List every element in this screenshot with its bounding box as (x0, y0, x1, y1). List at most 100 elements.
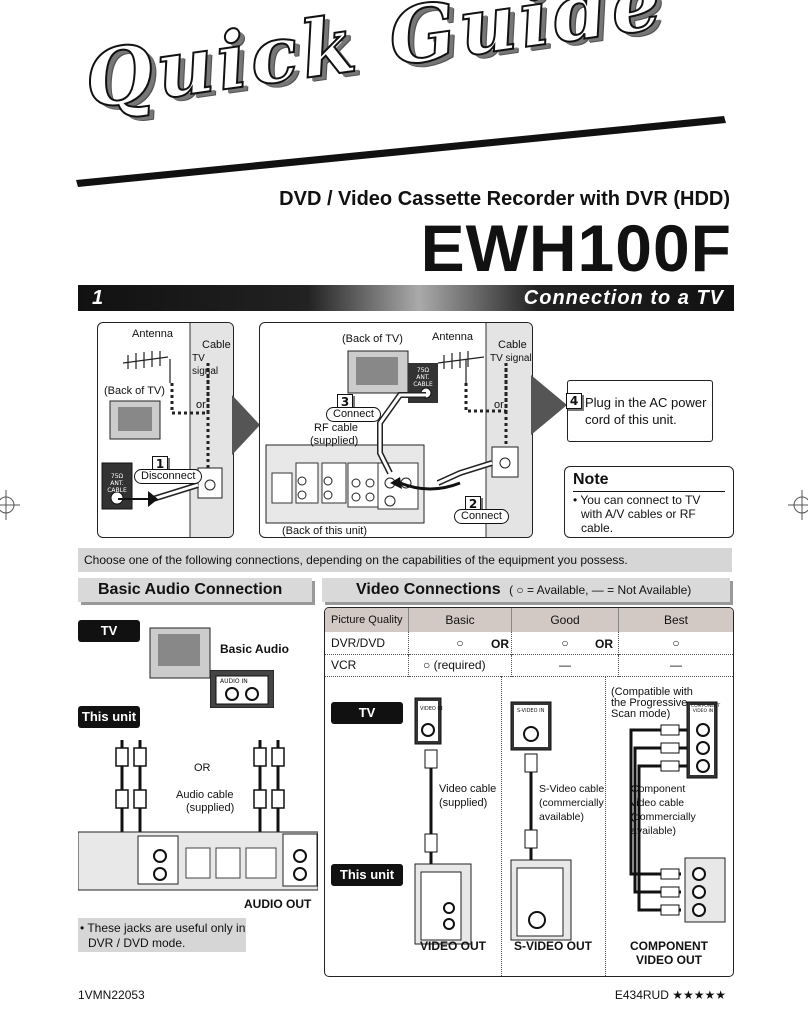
table-cell: ○ (408, 632, 512, 654)
audio-out-label: AUDIO OUT (244, 897, 312, 911)
component-diagram (629, 701, 726, 923)
arrow-right-icon (531, 375, 567, 435)
svideo-cable-commercial: (commercially (539, 797, 604, 809)
table-cell: DVR/DVD (325, 632, 409, 654)
section-title: Connection to a TV (523, 287, 724, 309)
table-header: Basic (408, 608, 512, 632)
video-in-label: VIDEO IN (420, 706, 443, 712)
antenna-label: Antenna (432, 331, 473, 343)
connect-label-3: Connect (326, 407, 381, 422)
audio-note-line-1: • These jacks are useful only in (80, 921, 246, 935)
registration-mark-left (0, 490, 20, 520)
availability-legend: ( ○ = Available, — = Not Available) (509, 583, 692, 597)
column-divider (605, 676, 606, 976)
compat-line-2: the Progressive (611, 697, 688, 709)
this-unit-tag: This unit (78, 706, 140, 728)
caption-video-out: VIDEO OUT (419, 939, 486, 953)
audio-note: • These jacks are useful only in DVR / D… (78, 918, 246, 952)
or-label-1: OR (491, 637, 509, 651)
note-text-3: cable. (581, 521, 614, 535)
component-in-label: COMPONENT VIDEO IN (691, 704, 721, 714)
step-4-text-2: cord of this unit. (585, 412, 677, 427)
ant-cable-label: 75Ω ANT. CABLE (413, 367, 433, 388)
basic-audio-heading: Basic Audio Connection (78, 578, 312, 602)
audio-in-label: AUDIO IN (220, 678, 248, 685)
table-cell: — (670, 658, 682, 672)
rf-cable-label: RF cable (314, 422, 359, 434)
rf-supplied-label: (supplied) (310, 435, 359, 447)
diagram-before: Antenna Cable TV signal or (Back of TV) … (97, 322, 234, 538)
compat-line-3: Scan mode) (611, 708, 671, 720)
back-of-unit-label: (Back of this unit) (282, 525, 367, 537)
video-connections-heading: Video Connections ( ○ = Available, — = N… (322, 578, 730, 602)
model-number: EWH100F (420, 211, 732, 285)
note-title-underline (573, 491, 725, 492)
table-header-row: Picture Quality Basic Good Best (325, 608, 733, 632)
back-of-tv-label: (Back of TV) (104, 385, 165, 397)
video-cable-label: Video cable (439, 783, 497, 795)
section-bar (78, 285, 734, 311)
unit-back-panel-audio (78, 831, 318, 891)
note-title: Note (573, 471, 609, 488)
step-4-text-1: Plug in the AC power (585, 395, 707, 410)
step-4-box: 4 Plug in the AC power cord of this unit… (566, 380, 713, 442)
video-connections-title: Video Connections (356, 581, 501, 598)
title-underline (76, 116, 726, 187)
video-panel: Picture Quality Basic Good Best DVR/DVD … (324, 607, 734, 977)
compat-line-1: (Compatible with (611, 686, 693, 698)
quality-table: Picture Quality Basic Good Best DVR/DVD … (325, 608, 733, 677)
caption-component-1: COMPONENT (630, 939, 708, 953)
table-row: DVR/DVD ○ ○ ○ (325, 632, 733, 654)
arrow-right-icon (232, 395, 260, 455)
table-cell: ○ (required) (408, 654, 512, 676)
diagram-after: (Back of TV) Antenna Cable TV signal or … (259, 322, 533, 538)
cable-label: Cable (498, 339, 527, 351)
video-cable-supplied: (supplied) (439, 797, 488, 809)
component-cable-2: video cable (631, 797, 685, 809)
cable-signal-label: TV signal (192, 353, 219, 377)
or-label: or (494, 399, 504, 411)
section-number: 1 (92, 287, 104, 309)
table-row: VCR ○ (required) — — (325, 654, 733, 676)
product-subtitle: DVD / Video Cassette Recorder with DVR (… (279, 188, 730, 210)
note-box: Note • You can connect to TV with A/V ca… (564, 466, 734, 538)
table-cell: — (511, 654, 619, 676)
component-cable-1: Component (631, 783, 686, 795)
step-4-number: 4 (566, 393, 582, 409)
note-text-1: • You can connect to TV (573, 493, 701, 507)
tv-tag-video: TV (331, 702, 403, 724)
svideo-diagram (510, 701, 572, 941)
column-divider (501, 676, 502, 976)
or-label-audio: OR (194, 762, 211, 774)
or-label: or (196, 399, 206, 411)
note-text-2: with A/V cables or RF (581, 507, 696, 521)
caption-component-2: VIDEO OUT (635, 953, 702, 967)
svideo-in-label: S-VIDEO IN (517, 708, 545, 714)
svideo-cable-available: available) (539, 811, 584, 823)
table-cell: ○ (511, 632, 619, 654)
quick-guide-title: Quick Guide (78, 0, 671, 128)
composite-diagram (414, 697, 472, 945)
registration-mark-right (788, 490, 808, 520)
caption-svideo-out: S-VIDEO OUT (513, 939, 592, 953)
audio-supplied-label: (supplied) (186, 802, 235, 814)
back-of-tv-label: (Back of TV) (342, 333, 403, 345)
this-unit-tag-video: This unit (331, 864, 403, 886)
or-label-2: OR (595, 637, 613, 651)
audio-note-line-2: DVR / DVD mode. (88, 936, 186, 950)
connect-label-2: Connect (454, 509, 509, 524)
table-header: Good (511, 608, 619, 632)
choose-banner: Choose one of the following connections,… (78, 548, 732, 572)
tv-illustration (148, 624, 218, 684)
svideo-cable-label: S-Video cable (539, 783, 605, 795)
ant-cable-label: 75Ω ANT. CABLE (107, 473, 127, 494)
component-cable-3: (commercially (631, 811, 696, 823)
footer-print-code: E434RUD ★★★★★ (614, 988, 726, 1002)
audio-in-jack (209, 669, 275, 709)
disconnect-label: Disconnect (134, 469, 203, 484)
table-header: Best (663, 613, 688, 627)
basic-audio-label: Basic Audio (220, 642, 289, 656)
component-cable-4: available) (631, 825, 676, 837)
footer-doc-code: 1VMN22053 (78, 988, 145, 1002)
step-4-badge: 4 (566, 390, 582, 409)
